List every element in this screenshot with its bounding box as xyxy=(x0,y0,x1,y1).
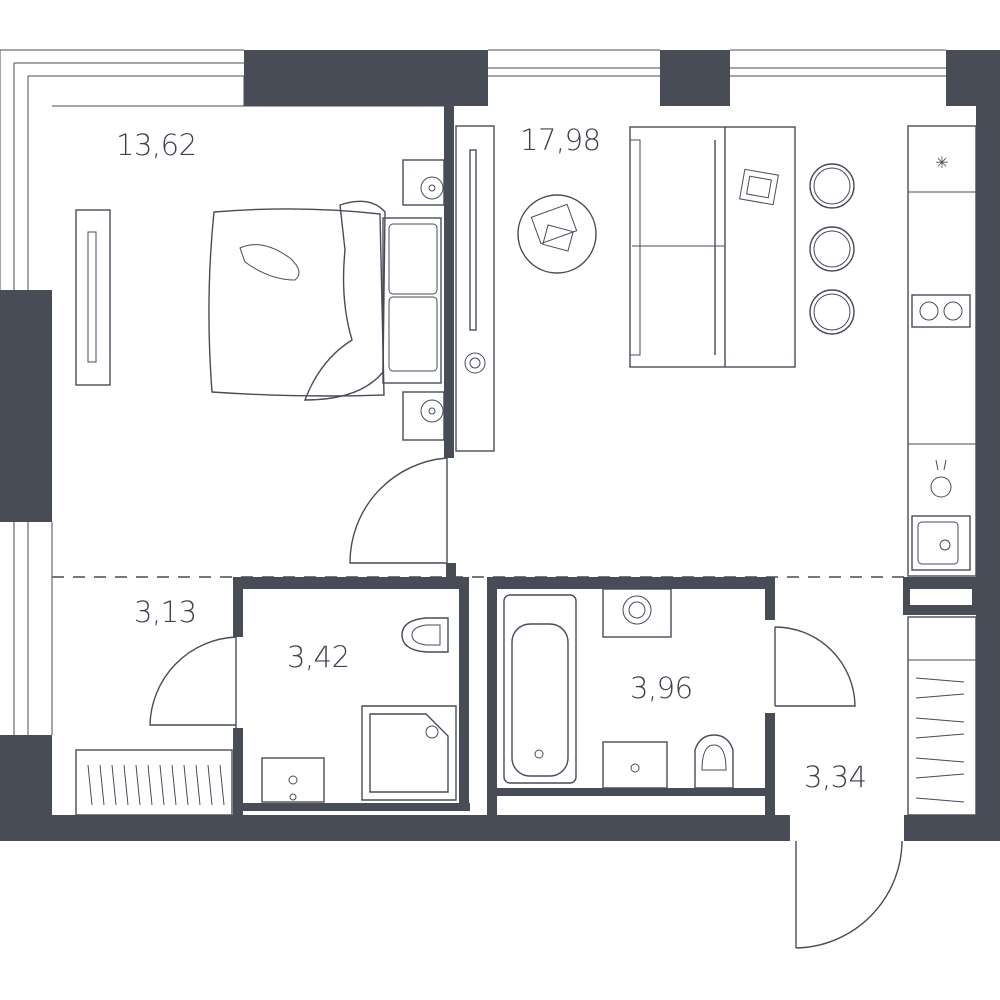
toilet-icon xyxy=(401,617,449,653)
laptop-icon xyxy=(739,168,779,206)
shoe-rack-icon xyxy=(907,616,977,816)
sink-icon xyxy=(911,515,971,571)
door-swing-icon xyxy=(795,840,903,949)
bathroom-2-area-label: 3,96 xyxy=(630,671,693,705)
sofa-icon xyxy=(629,126,796,368)
coffee-table-icon xyxy=(517,194,597,274)
bedroom-area-label: 13,62 xyxy=(116,128,197,162)
plant-icon xyxy=(464,352,486,374)
hallway-area-label: 3,13 xyxy=(134,595,197,629)
washbasin-icon xyxy=(602,741,668,789)
bed-icon xyxy=(208,200,442,401)
wardrobe-icon xyxy=(75,209,111,386)
door-swing-icon xyxy=(349,457,448,564)
toilet-icon xyxy=(694,734,734,789)
nightstand-lamp-icon xyxy=(402,391,445,441)
faucet-icon xyxy=(930,459,952,498)
washbasin-icon xyxy=(261,757,325,803)
nightstand-lamp-icon xyxy=(402,159,445,206)
shower-tray-icon xyxy=(361,705,457,801)
living-room-area-label: 17,98 xyxy=(520,123,601,157)
door-swing-icon xyxy=(149,636,237,728)
windows xyxy=(0,49,946,735)
bathtub-icon xyxy=(503,594,577,784)
tv-stand-icon xyxy=(455,125,495,452)
radiator-icon xyxy=(75,749,233,816)
bar-stool-icon xyxy=(809,163,855,335)
svg-text:✳: ✳ xyxy=(935,153,948,172)
cooktop-icon xyxy=(911,294,971,328)
door-swing-icon xyxy=(774,626,856,707)
kitchen-counter-icon: ✳ xyxy=(907,125,977,577)
washing-machine-icon xyxy=(602,588,672,638)
entrance-area-label: 3,34 xyxy=(804,760,867,794)
walls xyxy=(0,50,1000,841)
bathroom-1-area-label: 3,42 xyxy=(287,640,350,674)
pillow-icon xyxy=(239,244,300,281)
